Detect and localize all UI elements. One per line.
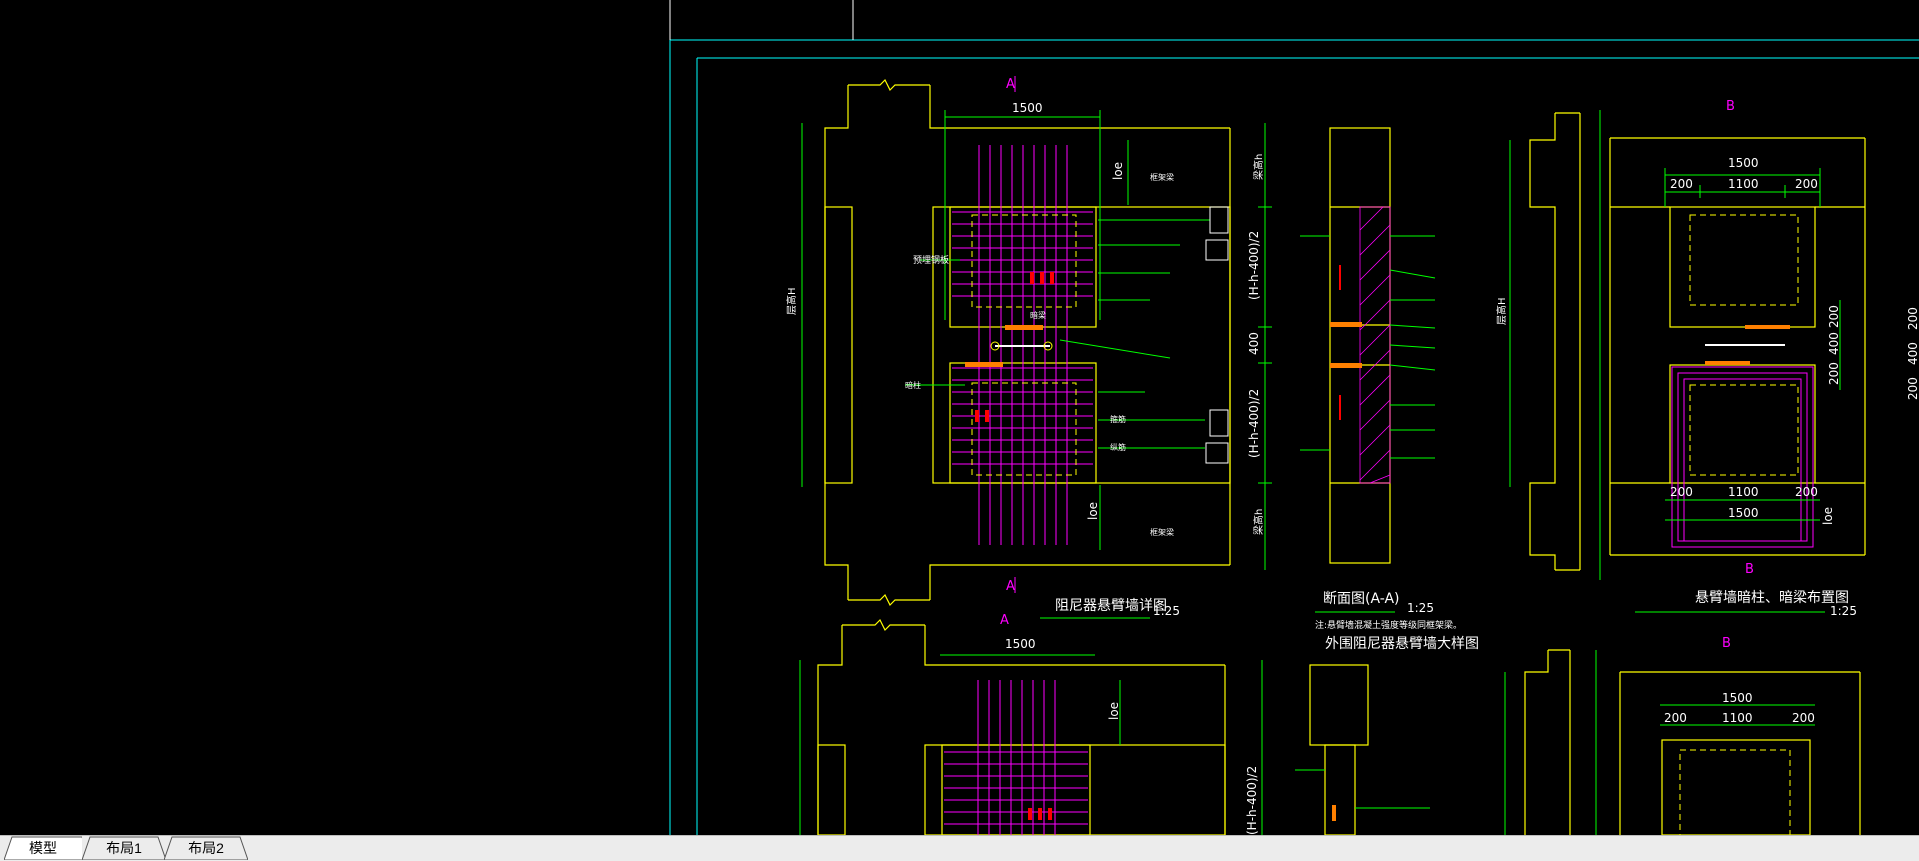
- title-detail1: 阻尼器悬臂墙详图: [1055, 598, 1167, 614]
- edge-dim-400: 400: [1906, 342, 1919, 365]
- detail2-rebar-grid: [944, 680, 1088, 835]
- tab-model[interactable]: 模型: [4, 836, 82, 860]
- detail1-embed-plates: [1205, 206, 1229, 464]
- layout-dim-200-f: 200: [1827, 362, 1841, 385]
- layout-dim-1100-top: 1100: [1728, 177, 1759, 191]
- layout-dim-200-d: 200: [1795, 485, 1818, 499]
- layout-dim-200-b: 200: [1795, 177, 1818, 191]
- title-layout: 悬臂墙暗柱、暗梁布置图: [1695, 590, 1849, 606]
- layout-dim-1100-bottom: 1100: [1728, 485, 1759, 499]
- layout-dark-beam-magenta: [1671, 366, 1814, 548]
- dim-hh400-lower: (H-h-400)/2: [1247, 389, 1261, 458]
- sheet-top-frame: [669, 0, 854, 40]
- detail1-dimensions: [801, 110, 1272, 570]
- section-mark-b-bottom: B: [1745, 562, 1754, 577]
- scale-section: 1:25: [1407, 601, 1434, 615]
- dim-400-mid: 400: [1247, 332, 1261, 355]
- dim-beam-h-bottom: 梁高h: [1252, 509, 1265, 535]
- label-stirrup: 箍筋: [1110, 414, 1126, 424]
- detail2-layout-1100: 1100: [1722, 711, 1753, 725]
- scale-detail1: 1:25: [1153, 604, 1180, 618]
- edge-dim-200-a: 200: [1906, 307, 1919, 330]
- section-mark-a-bottom: A: [1006, 579, 1015, 594]
- section-aa-leaders: [1300, 235, 1436, 459]
- detail2-wall-outline: [817, 618, 1226, 836]
- detail2-dim-hh400: (H-h-400)/2: [1245, 766, 1259, 835]
- layout-floor-h: 层高H: [1495, 297, 1508, 325]
- detail2-dim-1500: 1500: [1005, 637, 1036, 651]
- dim-hh400-upper: (H-h-400)/2: [1247, 231, 1261, 300]
- tab-layout2[interactable]: 布局2: [164, 836, 248, 860]
- note-text: 注:悬臂墙混凝土强度等级同框架梁。: [1315, 619, 1462, 631]
- layout-dim-200-c: 200: [1670, 485, 1693, 499]
- model-space-canvas[interactable]: 1500 loe loe (H-h-400)/2 400 (H-h-400)/2…: [0, 0, 1919, 836]
- label-rebar: 纵筋: [1110, 442, 1126, 452]
- tab-layout1[interactable]: 布局1: [82, 836, 166, 860]
- tab-layout1-label: 布局1: [106, 839, 142, 856]
- label-embedded-plate: 预埋钢板: [913, 254, 949, 266]
- layout-dims: [1509, 110, 1841, 580]
- sheet-frame: [669, 39, 1919, 835]
- layout-dim-1500-top: 1500: [1728, 156, 1759, 170]
- detail2-dim-loe: loe: [1107, 702, 1121, 720]
- dim-beam-h-top: 梁高h: [1252, 154, 1265, 180]
- section-mark-a-top: A: [1006, 77, 1015, 92]
- layout-dashed: [1689, 214, 1799, 476]
- title-section: 断面图(A-A): [1323, 591, 1400, 607]
- dim-floor-h: 层高H: [785, 287, 798, 315]
- label-dark-col: 暗柱: [905, 380, 921, 390]
- layout-dim-loe: loe: [1821, 507, 1835, 525]
- edge-dim-200-b: 200: [1906, 377, 1919, 400]
- label-frame-beam-bottom: 框架梁: [1150, 527, 1174, 537]
- dim-1500-top: 1500: [1012, 101, 1043, 115]
- scale-layout: 1:25: [1830, 604, 1857, 618]
- detail2-layout-200-b: 200: [1792, 711, 1815, 725]
- detail2-section-mark-a: A: [1000, 613, 1009, 628]
- layout-dim-200-a: 200: [1670, 177, 1693, 191]
- layout-dim-200-e: 200: [1827, 305, 1841, 328]
- label-dark-beam: 暗梁: [1030, 310, 1046, 320]
- detail1-dashed-stirrups: [971, 214, 1077, 476]
- layout-dim-400: 400: [1827, 332, 1841, 355]
- section-mark-b-top: B: [1726, 99, 1735, 114]
- layout-tab-bar: 模型 布局1 布局2: [0, 835, 1919, 861]
- dim-loe-bottom: loe: [1086, 502, 1100, 520]
- layout-dim-1500-bottom: 1500: [1728, 506, 1759, 520]
- title-detail2: 外围阻尼器悬臂墙大样图: [1325, 636, 1479, 652]
- detail2-layout-1500: 1500: [1722, 691, 1753, 705]
- detail1-damper: [965, 272, 1054, 422]
- detail2-section-mark-b: B: [1722, 636, 1731, 651]
- dim-loe-top: loe: [1111, 162, 1125, 180]
- detail2-layout-200-a: 200: [1664, 711, 1687, 725]
- label-frame-beam-top: 框架梁: [1150, 172, 1174, 182]
- tab-layout2-label: 布局2: [188, 839, 224, 856]
- tab-model-label: 模型: [29, 839, 57, 856]
